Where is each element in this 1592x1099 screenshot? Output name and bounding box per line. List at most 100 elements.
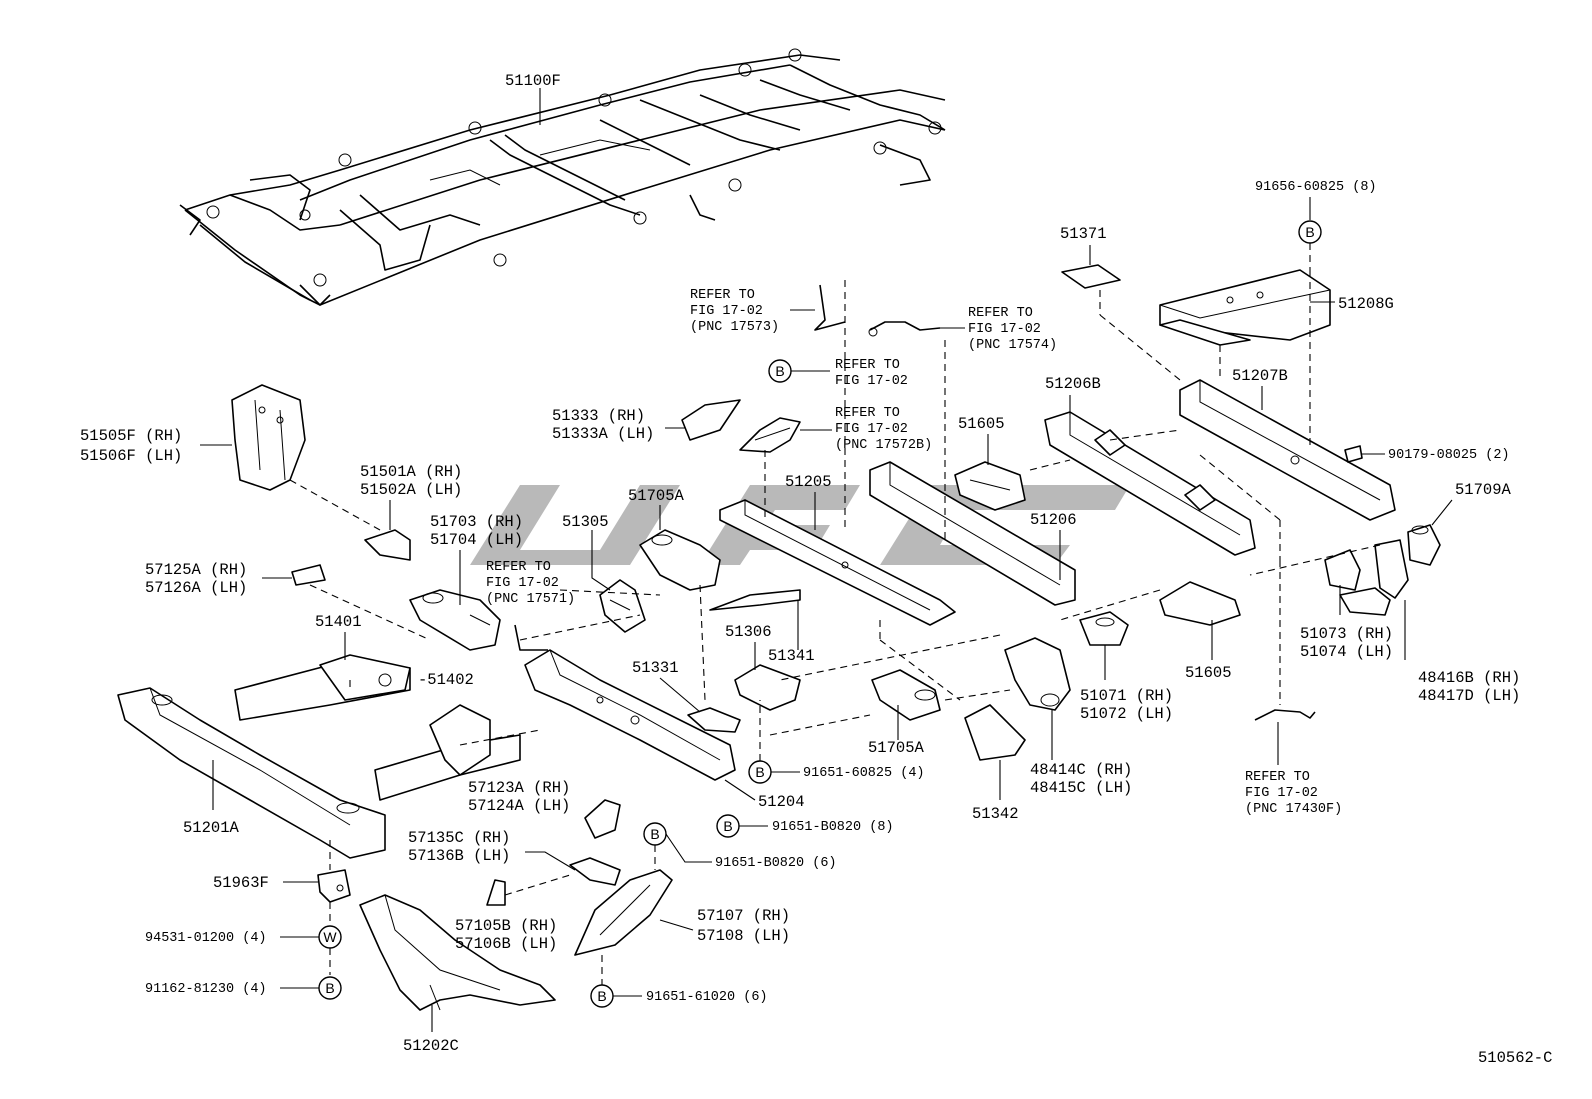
label-refer-17573-2: FIG 17-02	[690, 304, 763, 319]
label-51333-lh: 51333A (LH)	[552, 425, 654, 443]
bracket-51501a	[364, 529, 411, 561]
label-57125a: 57125A (RH)	[145, 561, 247, 579]
crossmember-51401	[234, 654, 411, 721]
label-51071: 51071 (RH)	[1080, 687, 1173, 705]
figure-id: 510562-C	[1478, 1049, 1552, 1067]
mount-51705a-top	[639, 529, 721, 591]
bolt-symbol-b-60825-text: B	[755, 764, 764, 780]
label-51371: 51371	[1060, 225, 1107, 243]
bracket-51505f	[231, 384, 306, 491]
label-51506f: 51506F (LH)	[80, 447, 182, 465]
refer-17574-part	[868, 321, 941, 337]
assembly-lines	[349, 270, 1381, 736]
label-51205: 51205	[785, 473, 832, 491]
label-refer-b-1: REFER TO	[835, 358, 900, 373]
label-57123a: 57123A (RH)	[468, 779, 570, 797]
label-51333-rh: 51333 (RH)	[552, 407, 645, 425]
label-51605-top: 51605	[958, 415, 1005, 433]
label-51201a: 51201A	[183, 819, 240, 837]
label-51305: 51305	[562, 513, 609, 531]
label-51206: 51206	[1030, 511, 1077, 529]
bracket-57135c	[569, 799, 621, 886]
label-57124a: 57124A (LH)	[468, 797, 570, 815]
label-57106b: 57106B (LH)	[455, 935, 557, 953]
plate-51963f	[317, 869, 351, 903]
label-51402: -51402	[418, 671, 474, 689]
label-51204: 51204	[758, 793, 805, 811]
label-nut-90179: 90179-08025 (2)	[1388, 448, 1510, 463]
bracket-51605-bottom	[1159, 581, 1241, 626]
bracket-51342	[964, 704, 1026, 761]
label-48416b: 48416B (RH)	[1418, 669, 1520, 687]
refer-17430f-part	[1254, 709, 1316, 721]
label-washer-94531: 94531-01200 (4)	[145, 931, 267, 946]
refer-17573-part	[814, 284, 846, 331]
label-refer-17572b-1: REFER TO	[835, 406, 900, 421]
label-frame-assy: 51100F	[505, 72, 561, 90]
label-refer-b-2: FIG 17-02	[835, 374, 908, 389]
label-51501a: 51501A (RH)	[360, 463, 462, 481]
label-51208g: 51208G	[1338, 295, 1394, 313]
label-bolt-81230: 91162-81230 (4)	[145, 982, 267, 997]
bracket-51073	[1324, 539, 1409, 616]
nut-90179	[1344, 445, 1363, 463]
crossmember-lower	[374, 704, 521, 801]
label-51072: 51072 (LH)	[1080, 705, 1173, 723]
label-48417d: 48417D (LH)	[1418, 687, 1520, 705]
crossmember-51206b	[1044, 411, 1256, 556]
label-51709a: 51709A	[1455, 481, 1512, 499]
bracket-51306-51341	[709, 589, 801, 711]
label-57108: 57108 (LH)	[697, 927, 790, 945]
label-bolt-60825-4: 91651-60825 (4)	[803, 766, 925, 781]
label-57107: 57107 (RH)	[697, 907, 790, 925]
label-refer-17572b-2: FIG 17-02	[835, 422, 908, 437]
label-51704: 51704 (LH)	[430, 531, 523, 549]
label-51202c: 51202C	[403, 1037, 459, 1055]
label-51505f: 51505F (RH)	[80, 427, 182, 445]
bolt-symbol-b-b0820-6-text: B	[650, 826, 659, 842]
bolt-symbol-b-b0820-8-text: B	[723, 818, 732, 834]
plate-57125a	[291, 564, 326, 586]
label-refer-17573-3: (PNC 17573)	[690, 320, 779, 335]
bolt-symbol-b-81230-text: B	[325, 980, 334, 996]
crossmember-51206	[869, 461, 1076, 606]
washer-symbol-w-text: W	[323, 929, 337, 945]
label-51401: 51401	[315, 613, 362, 631]
label-51963f: 51963F	[213, 874, 269, 892]
label-51073: 51073 (RH)	[1300, 625, 1393, 643]
label-bolt-b0820-8: 91651-B0820 (8)	[772, 820, 894, 835]
refer-17572b-part	[739, 417, 801, 453]
label-51705a-bottom: 51705A	[868, 739, 925, 757]
label-51705a-top: 51705A	[628, 487, 685, 505]
mount-51705a-bottom	[871, 669, 941, 721]
label-bolt-61020: 91651-61020 (6)	[646, 990, 768, 1005]
crossmember-51202c	[359, 894, 556, 1011]
bracket-51331	[687, 707, 741, 733]
label-51703: 51703 (RH)	[430, 513, 523, 531]
label-51605-bottom: 51605	[1185, 664, 1232, 682]
label-51341: 51341	[768, 647, 815, 665]
bracket-48414c	[1004, 637, 1071, 711]
mount-51709a	[1407, 524, 1441, 566]
bracket-57105b	[486, 879, 506, 906]
crossmember-51201a	[117, 687, 386, 859]
label-48415c: 48415C (LH)	[1030, 779, 1132, 797]
crossmember-51205	[719, 499, 956, 626]
crossmember-51208g	[1159, 269, 1331, 346]
label-bolt-b0820-6: 91651-B0820 (6)	[715, 856, 837, 871]
label-refer-17430f-1: REFER TO	[1245, 770, 1310, 785]
label-refer-17573-1: REFER TO	[690, 288, 755, 303]
label-refer-17572b-3: (PNC 17572B)	[835, 438, 932, 453]
plate-51371	[1061, 264, 1121, 289]
crossmember-51207b	[1179, 379, 1396, 521]
label-51502a: 51502A (LH)	[360, 481, 462, 499]
label-57105b: 57105B (RH)	[455, 917, 557, 935]
label-51342: 51342	[972, 805, 1019, 823]
label-57136b: 57136B (LH)	[408, 847, 510, 865]
bolt-symbol-b-61020-text: B	[597, 988, 606, 1004]
frame-assembly	[179, 48, 946, 306]
label-51206b: 51206B	[1045, 375, 1101, 393]
label-48414c: 48414C (RH)	[1030, 761, 1132, 779]
